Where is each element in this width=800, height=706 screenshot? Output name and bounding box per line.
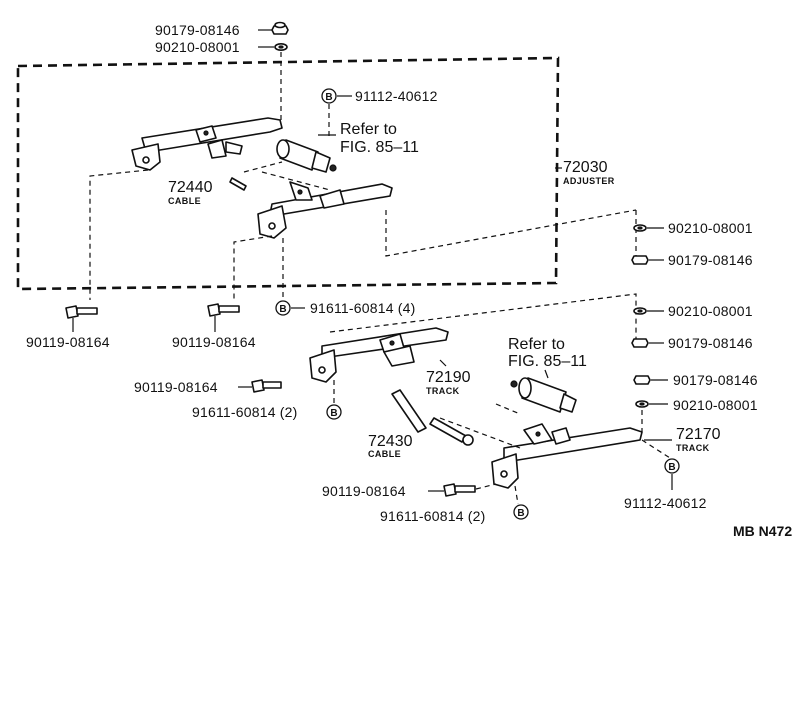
right-washer-3-icon xyxy=(635,400,649,408)
label-upper-b-bolt: 91112-40612 xyxy=(355,88,438,104)
label-cable2-name: CABLE xyxy=(368,449,401,459)
adjuster-assembly-frame xyxy=(16,56,560,291)
bolt-left-2-icon xyxy=(207,303,240,317)
top-nut-icon xyxy=(271,21,289,35)
bolt-low-icon xyxy=(443,483,476,497)
right-washer-2-icon xyxy=(633,307,647,315)
label-adjuster-name: ADJUSTER xyxy=(563,176,615,186)
lower-adjuster-rail xyxy=(257,181,393,239)
label-right-washer-1: 90210-08001 xyxy=(668,220,753,236)
label-b-bolt-2b: 91611-60814 (2) xyxy=(380,508,485,524)
right-nut-2-icon xyxy=(631,338,649,348)
upper-motor-actuator xyxy=(276,139,337,173)
svg-text:B: B xyxy=(279,304,286,315)
upper-b-bolt-marker: B xyxy=(321,88,337,104)
svg-text:B: B xyxy=(668,462,675,473)
bolt-left-1-icon xyxy=(65,305,98,319)
right-washer-1-icon xyxy=(633,224,647,232)
label-right-nut-2: 90179-08146 xyxy=(668,335,753,351)
bolt-mid-icon xyxy=(251,379,282,393)
label-right-b-bolt: 91112-40612 xyxy=(624,495,707,511)
label-track1-num: 72190 xyxy=(426,369,471,386)
label-b-bolt-2a: 91611-60814 (2) xyxy=(192,404,297,420)
b-bolt-2b-marker: B xyxy=(513,504,529,520)
label-cable2-num: 72430 xyxy=(368,433,413,450)
svg-text:B: B xyxy=(325,92,332,103)
right-b-bolt-marker: B xyxy=(664,458,680,474)
label-adjuster-num: 72030 xyxy=(563,159,608,176)
right-nut-1-icon xyxy=(631,255,649,265)
cable-72430-icon xyxy=(391,389,474,446)
label-right-nut-3: 90179-08146 xyxy=(673,372,758,388)
label-track2-name: TRACK xyxy=(676,443,710,453)
upper-refer-line2: FIG. 85–11 xyxy=(340,139,419,156)
cable-72440-icon xyxy=(229,177,247,191)
top-washer-icon xyxy=(274,42,288,51)
upper-refer-line1: Refer to xyxy=(340,121,397,138)
upper-adjuster-rail xyxy=(131,117,283,171)
track-72190-rail xyxy=(309,327,449,383)
lower-refer-line2: FIG. 85–11 xyxy=(508,353,587,370)
label-bolt-mid: 90119-08164 xyxy=(134,379,218,395)
label-track1-name: TRACK xyxy=(426,386,460,396)
label-mid-b-bolt: 91611-60814 (4) xyxy=(310,300,415,316)
label-top-washer: 90210-08001 xyxy=(155,39,240,55)
label-bolt-low: 90119-08164 xyxy=(322,483,406,499)
label-right-washer-3: 90210-08001 xyxy=(673,397,758,413)
figure-code: MB N472 xyxy=(733,523,792,539)
label-track2-num: 72170 xyxy=(676,426,721,443)
right-nut-3-icon xyxy=(633,375,651,385)
svg-text:B: B xyxy=(330,408,337,419)
lower-refer-line1: Refer to xyxy=(508,336,565,353)
lower-motor-actuator xyxy=(510,377,577,413)
label-cable1-num: 72440 xyxy=(168,179,213,196)
b-bolt-2a-marker: B xyxy=(326,404,342,420)
label-top-nut: 90179-08146 xyxy=(155,22,240,38)
track-72170-rail xyxy=(491,423,643,489)
label-bolt-left-2: 90119-08164 xyxy=(172,334,256,350)
svg-text:B: B xyxy=(517,508,524,519)
label-right-nut-1: 90179-08146 xyxy=(668,252,753,268)
label-cable1-name: CABLE xyxy=(168,196,201,206)
label-right-washer-2: 90210-08001 xyxy=(668,303,753,319)
mid-b-bolt-marker: B xyxy=(275,300,291,316)
label-bolt-left-1: 90119-08164 xyxy=(26,334,110,350)
